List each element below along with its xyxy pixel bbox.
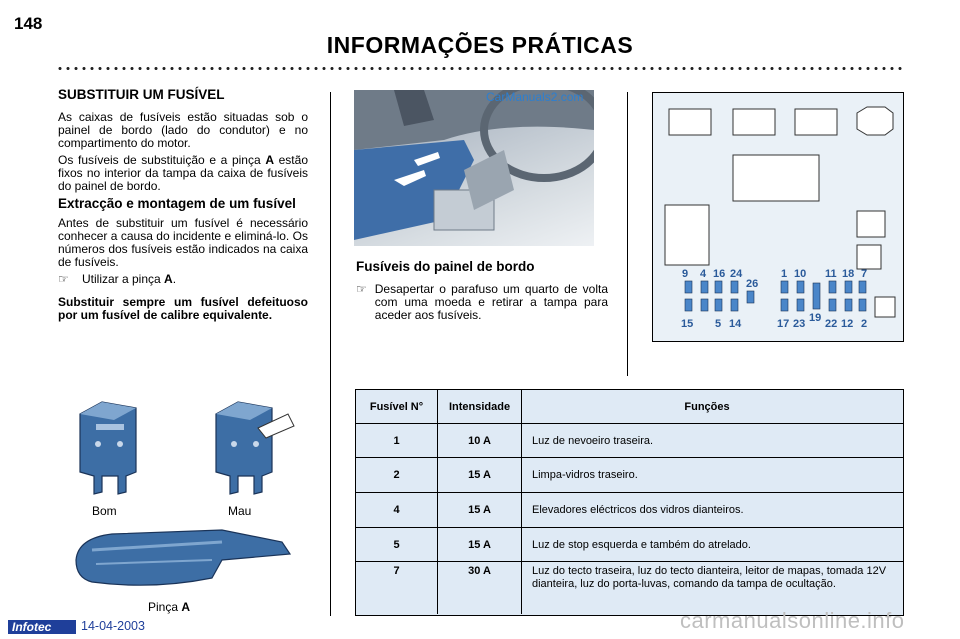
column-divider-right — [627, 92, 628, 376]
fuse-label-10: 10 — [794, 268, 806, 280]
text-span: . — [172, 272, 177, 286]
watermark-bottom: carmanualsonline.info — [680, 608, 905, 633]
fuse-label-23: 23 — [793, 318, 805, 330]
good-fuse-illustration — [79, 401, 137, 495]
infotec-logo: Infotec — [8, 620, 76, 634]
column-divider-left — [330, 92, 331, 616]
bullet-text: Desapertar o parafuso um quarto de volta… — [374, 282, 608, 322]
left-column: SUBSTITUIR UM FUSÍVEL As caixas de fusív… — [58, 88, 308, 326]
fuse-number-cell: 5 — [356, 528, 438, 561]
page-title: INFORMAÇÕES PRÁTICAS — [326, 32, 634, 58]
fuse-label-16: 16 — [713, 268, 725, 280]
fuse-number-cell: 2 — [356, 458, 438, 492]
subsection-heading: Extracção e montagem de um fusível — [58, 196, 296, 211]
fuse-label-2: 2 — [861, 318, 867, 330]
fuse-label-12: 12 — [841, 318, 853, 330]
table-header-row: Fusível N° Intensidade Funções — [356, 390, 903, 424]
dashboard-fuses-heading: Fusíveis do painel de bordo — [356, 259, 535, 274]
fuse-number-cell: 1 — [356, 424, 438, 457]
text-span: estão fixos no interior da tampa da caix… — [58, 153, 308, 193]
fuse-label-18: 18 — [842, 268, 854, 280]
fuse-number-cell: 4 — [356, 493, 438, 527]
header-amperage: Intensidade — [438, 390, 522, 423]
amperage-cell: 10 A — [438, 424, 522, 457]
fuse-label-7: 7 — [861, 268, 867, 280]
bold-letter: A — [265, 153, 274, 167]
pliers-caption: Pinça A — [148, 600, 190, 614]
dotted-divider — [56, 66, 906, 71]
text-span: Os fusíveis de substituição e a pinça — [58, 153, 266, 167]
bullet-item: ☞ Desapertar o parafuso um quarto de vol… — [356, 283, 608, 322]
function-cell: Luz de stop esquerda e também do atrelad… — [532, 538, 751, 551]
text-span: Utilizar a pinça — [82, 272, 165, 286]
fuse-label-26: 26 — [746, 278, 758, 290]
bullet-text: Utilizar a pinça A. — [82, 273, 176, 286]
fuse-number-cell: 7 — [356, 562, 438, 614]
warning-text: Substituir sempre um fusível defeituoso … — [58, 295, 308, 322]
fuse-label-22: 22 — [825, 318, 837, 330]
dashboard-photo — [354, 90, 594, 246]
fuse-label-17: 17 — [777, 318, 789, 330]
amperage-cell: 30 A — [438, 562, 522, 614]
pliers-illustration — [75, 529, 292, 586]
middle-column: Fusíveis do painel de bordo ☞ Desapertar… — [356, 260, 608, 322]
header-fuse-number: Fusível N° — [356, 390, 438, 423]
pointing-hand-icon: ☞ — [58, 272, 69, 286]
table-row: 1 10 A Luz de nevoeiro traseira. — [356, 424, 903, 458]
fuse-label-11: 11 — [825, 268, 837, 280]
function-cell: Elevadores eléctricos dos vidros diantei… — [532, 504, 744, 516]
bold-letter: A — [181, 600, 191, 614]
table-row: 2 15 A Limpa-vidros traseiro. — [356, 458, 903, 493]
header-functions: Funções — [684, 400, 730, 413]
fuse-label-5: 5 — [715, 318, 721, 330]
function-cell: Luz do tecto traseira, luz do tecto dian… — [532, 565, 887, 590]
footer-date: 14-04-2003 — [81, 619, 145, 633]
table-row: 7 30 A Luz do tecto traseira, luz do tec… — [356, 562, 903, 614]
bullet-item: ☞ Utilizar a pinça A. — [58, 273, 308, 286]
text-span: Pinça — [148, 600, 182, 614]
fuse-label-19: 19 — [809, 312, 821, 324]
fuse-label-1: 1 — [781, 268, 787, 280]
function-cell: Luz de nevoeiro traseira. — [532, 434, 654, 447]
page-number: 148 — [14, 14, 43, 33]
bold-letter: A — [164, 272, 173, 286]
intro-paragraph: As caixas de fusíveis estão situadas sob… — [58, 110, 308, 150]
fuse-table: Fusível N° Intensidade Funções 1 10 A Lu… — [355, 389, 904, 616]
table-row: 4 15 A Elevadores eléctricos dos vidros … — [356, 493, 903, 528]
function-cell: Limpa-vidros traseiro. — [532, 469, 638, 481]
bad-fuse-illustration — [215, 401, 295, 495]
fusebox-diagram: 9 4 16 24 26 1 10 11 18 7 15 5 14 17 23 … — [652, 92, 904, 342]
cause-paragraph: Antes de substituir um fusível é necessá… — [58, 216, 308, 269]
pliers-paragraph: Os fusíveis de substituição e a pinça A … — [58, 154, 308, 193]
amperage-cell: 15 A — [438, 493, 522, 527]
pointing-hand-icon: ☞ — [356, 282, 367, 296]
fuse-label-15: 15 — [681, 318, 693, 330]
fusebox-drawing: 9 4 16 24 26 1 10 11 18 7 15 5 14 17 23 … — [664, 106, 896, 330]
fuse-label-14: 14 — [729, 318, 742, 330]
good-fuse-caption: Bom — [92, 504, 117, 518]
fuse-label-24: 24 — [730, 268, 743, 280]
amperage-cell: 15 A — [438, 458, 522, 492]
fuse-label-9: 9 — [682, 268, 688, 280]
amperage-cell: 15 A — [438, 528, 522, 561]
dashboard-photo-drawing — [354, 90, 594, 240]
watermark-top: CarManuals2.com — [486, 90, 584, 104]
fuse-label-4: 4 — [700, 268, 707, 280]
section-heading: SUBSTITUIR UM FUSÍVEL — [58, 87, 225, 102]
table-row: 5 15 A Luz de stop esquerda e também do … — [356, 528, 903, 562]
bad-fuse-caption: Mau — [228, 504, 252, 518]
